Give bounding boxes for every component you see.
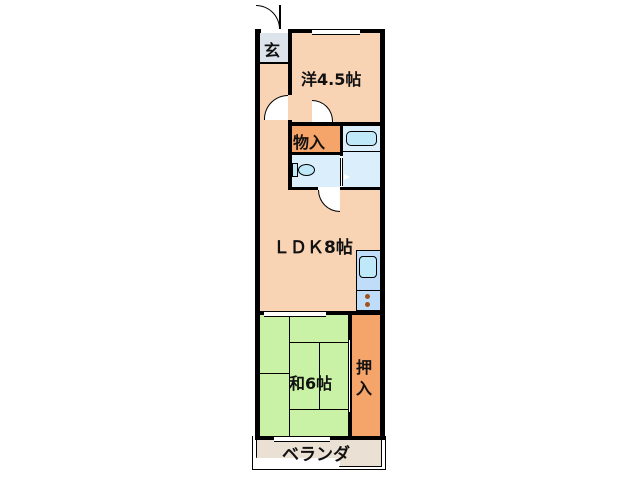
toilet-bowl-icon: [298, 164, 315, 176]
bath-door-marker: [344, 174, 350, 180]
bathroom-divider: [343, 151, 380, 152]
sliding-door-ldk-japanese[interactable]: [264, 311, 326, 317]
entrance-door[interactable]: [256, 5, 280, 29]
wall-wet-bottom: [288, 187, 318, 190]
stove-burner-icon: [365, 294, 370, 299]
genkan-label: 玄: [264, 41, 281, 60]
window-western: [312, 29, 360, 35]
japanese-room-label: 和6帖: [289, 374, 333, 393]
wall-left: [255, 29, 260, 440]
closet-floor: [352, 315, 380, 436]
western-room-label: 洋4.5帖: [301, 70, 362, 89]
wall-western-left-upper: [288, 29, 292, 95]
genkan-floor: [260, 33, 288, 62]
wall-genkan-bottom: [260, 62, 288, 64]
stove-burner-icon: [365, 302, 370, 307]
balcony-label: ベランダ: [282, 445, 350, 465]
closet-label-bottom: 入: [356, 379, 373, 398]
wall-western-bottom: [288, 122, 380, 126]
sink-icon: [359, 256, 377, 278]
storage-small-label: 物入: [293, 133, 326, 152]
balcony-extension: [340, 456, 382, 467]
western-room-floor: [292, 33, 380, 122]
wall-storage-right: [340, 122, 343, 156]
storage-small-floor: [292, 126, 340, 152]
bathtub-icon: [346, 131, 377, 146]
entrance-door-leaf: [279, 5, 281, 29]
wall-storage-bottom: [288, 152, 343, 155]
hall-floor: [260, 64, 292, 194]
wall-western-left-lower: [288, 120, 292, 190]
wall-wet-bottom-right: [340, 187, 380, 190]
toilet-door[interactable]: [340, 158, 343, 186]
tatami-lines: [260, 315, 348, 436]
ldk-label: ＬＤＫ8帖: [273, 238, 353, 258]
wall-right: [380, 29, 385, 440]
closet-label-top: 押: [356, 358, 373, 377]
toilet-tank-icon: [292, 163, 298, 177]
window-balcony: [274, 436, 330, 442]
japanese-room-floor: [260, 315, 348, 436]
sliding-door-closet[interactable]: [348, 340, 351, 412]
stove-divider: [356, 290, 381, 291]
